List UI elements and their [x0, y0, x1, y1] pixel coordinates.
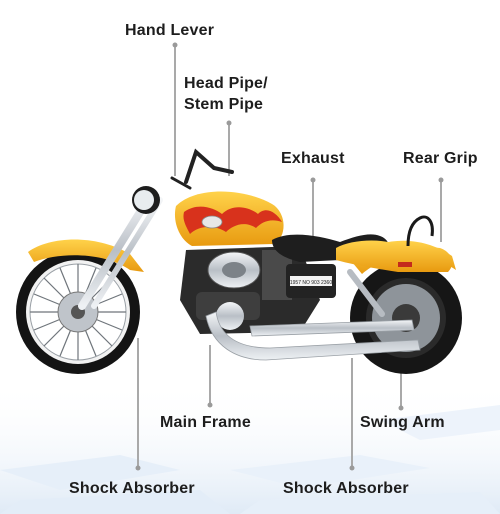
rear-shock: [347, 269, 385, 317]
motorcycle: 1957 NO 903 2360: [16, 148, 462, 374]
label-rear-grip: Rear Grip: [403, 150, 478, 167]
rear-wheel: [350, 262, 462, 374]
tank-flames: [183, 206, 282, 234]
label-main-frame: Main Frame: [160, 414, 251, 431]
tail-light: [398, 262, 412, 267]
front-fork: [78, 192, 163, 310]
label-head-pipe-stem-pipe: Head Pipe/ Stem Pipe: [184, 73, 268, 115]
label-exhaust: Exhaust: [281, 150, 345, 167]
label-hand-lever: Hand Lever: [125, 22, 215, 39]
license-plate: [290, 276, 332, 286]
label-swing-arm: Swing Arm: [360, 414, 445, 431]
label-shock-absorber-rear: Shock Absorber: [283, 480, 409, 497]
license-plate-text: 1957 NO 903 2360: [290, 280, 332, 286]
handlebar: [170, 148, 234, 190]
label-head-pipe-line2: Stem Pipe: [184, 96, 264, 113]
leader-lines: [137, 45, 442, 468]
rear-grip: [406, 215, 434, 247]
label-shock-absorber-front: Shock Absorber: [69, 480, 195, 497]
headlight: [132, 186, 160, 214]
exhaust-pipes: [205, 311, 421, 361]
front-wheel: [16, 250, 140, 374]
background-pattern: [0, 380, 500, 514]
leader-dots: [135, 42, 444, 471]
tank-emblem: [201, 215, 223, 229]
rear-cowl: [336, 240, 453, 272]
label-head-pipe-line1: Head Pipe/: [184, 75, 268, 92]
